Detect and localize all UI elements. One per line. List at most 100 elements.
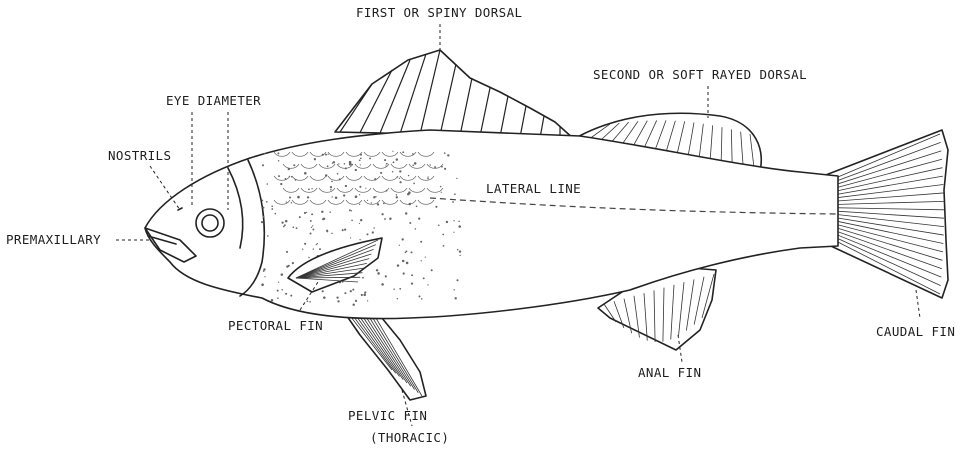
scale-dot [302,249,303,250]
scale-dot [384,218,386,220]
scale-dot [409,222,411,224]
scale-dot [345,167,347,169]
scale-dot [399,181,401,183]
scale-dot [381,213,383,215]
scale-dot [441,192,442,193]
scale-dot [288,168,290,170]
scale-dot [327,165,329,167]
scale-dot [359,204,360,205]
scale-dot [325,154,327,156]
scale-dot [290,295,292,297]
scale-dot [454,193,456,195]
scale-dot [389,217,391,219]
scale-dot [399,178,400,179]
scale-dot [263,216,265,218]
scale-dot [359,194,360,195]
scale-dot [285,178,287,180]
scale-dot [393,288,395,290]
scale-dot [377,203,379,205]
scale-dot [322,290,324,292]
scale-dot [337,300,339,302]
scale-dot [376,269,378,271]
scale-dot [264,153,266,155]
scale-dot [373,227,374,228]
scale-dot [263,268,265,270]
scale-dot [396,158,398,160]
scale-dot [311,227,312,228]
scale-dot [262,164,264,166]
label-anal-fin: ANAL FIN [638,365,701,380]
scale-dot [405,212,407,214]
scale-dot [392,151,393,152]
scale-dot [458,225,461,228]
scale-dot [360,164,361,165]
scale-dot [372,231,374,233]
scale-dot [434,166,436,168]
scale-dot [297,196,300,199]
pelvic-fin [340,306,426,400]
scale-dot [316,244,317,245]
scale-dot [331,181,333,183]
scale-dot [278,281,279,282]
scale-dot [385,275,387,277]
scale-dot [292,262,294,264]
scale-dot [397,264,399,266]
scale-dot [403,272,405,274]
first-dorsal-fin [335,50,575,140]
scale-dot [330,186,332,188]
scale-dot [307,196,309,198]
scale-dot [360,154,362,156]
scale-dot [427,176,428,177]
scale-dot [309,301,311,303]
scale-dot [293,164,295,166]
scale-dot [339,178,341,180]
scale-dot [349,209,351,211]
scale-dot [411,282,413,284]
scale-dot [304,243,306,245]
scale-dot [364,291,366,293]
scale-dot [304,172,307,175]
label-eye-diameter: EYE DIAMETER [166,93,261,108]
scale-dot [360,219,362,221]
scale-dot [415,228,417,230]
scale-dot [329,211,331,213]
scale-dot [283,226,285,228]
scale-dot [367,300,368,301]
scale-dot [421,260,422,261]
scale-dot [447,154,449,156]
scale-dot [383,203,385,205]
scale-dot [284,224,286,226]
scale-dot [281,289,283,291]
scale-dot [261,283,264,286]
label-nostrils: NOSTRILS [108,148,171,163]
scale-dot [365,188,366,189]
scale-dot [262,200,264,202]
scale-dot [262,207,264,209]
scale-dot [327,231,328,232]
scale-dot [266,201,268,203]
scale-dot [412,164,414,166]
scale-dot [392,171,394,173]
scale-dot [363,294,366,297]
scale-dot [366,233,368,235]
scale-dot [289,196,291,198]
scale-dot [350,237,351,238]
scale-dot [344,163,346,165]
scale-dot [384,159,386,161]
scale-dot [351,220,353,222]
scale-dot [442,234,444,236]
scale-dot [397,176,398,177]
scale-dot [423,277,425,279]
scale-dot [332,162,333,163]
scale-dot [275,213,277,215]
scale-dot [407,193,410,196]
scale-dot [381,283,384,286]
scale-dot [281,221,283,223]
scale-dot [443,245,445,247]
scale-dot [281,273,284,276]
scale-dot [289,176,290,177]
scale-dot [375,196,376,197]
scale-dot [286,201,287,202]
scale-dot [310,233,312,235]
